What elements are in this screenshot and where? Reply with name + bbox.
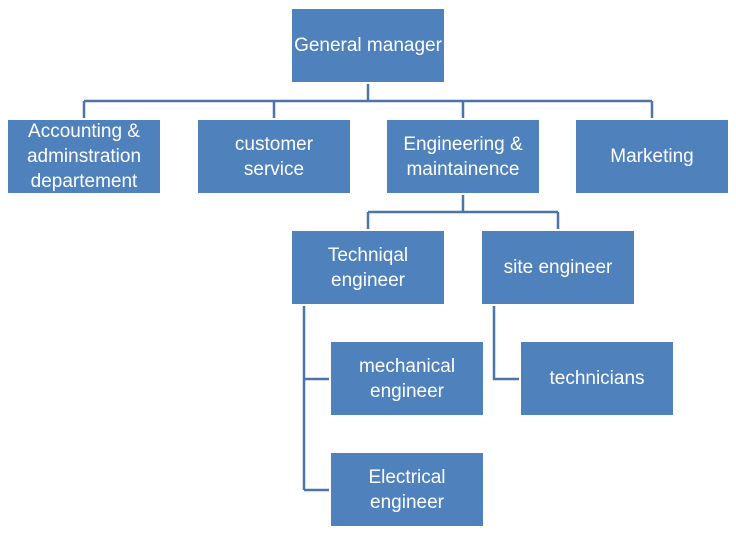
connector-site-to-technicians [492, 305, 520, 381]
general-manager-box: General manager [290, 7, 446, 84]
mechanical-engineer-label: mechanical engineer [358, 355, 456, 402]
site-engineer-box: site engineer [480, 229, 636, 306]
engineering-label: Engineering & maintainence [403, 133, 523, 180]
connector-technical-to-children [302, 305, 330, 492]
mechanical-engineer-box: mechanical engineer [329, 340, 485, 417]
electrical-engineer-box: Electrical engineer [329, 451, 485, 528]
electrical-engineer-label: Electrical engineer [368, 466, 446, 513]
customer-service-label: customer service [234, 133, 314, 180]
technical-engineer-box: Techniqal engineer [290, 229, 446, 306]
accounting-box: Accounting & adminstration departement [6, 118, 162, 195]
connector-gm-to-departments [82, 83, 654, 119]
marketing-label: Marketing [610, 146, 694, 167]
technical-engineer-label: Techniqal engineer [327, 244, 409, 291]
connector-engineering-to-engineers [366, 194, 560, 230]
technicians-label: technicians [549, 368, 645, 389]
marketing-box: Marketing [574, 118, 730, 195]
accounting-label: Accounting & adminstration departement [26, 121, 142, 192]
general-manager-label: General manager [294, 35, 442, 56]
customer-service-box: customer service [196, 118, 352, 195]
technicians-box: technicians [519, 340, 675, 417]
site-engineer-label: site engineer [503, 257, 613, 278]
engineering-box: Engineering & maintainence [385, 118, 541, 195]
